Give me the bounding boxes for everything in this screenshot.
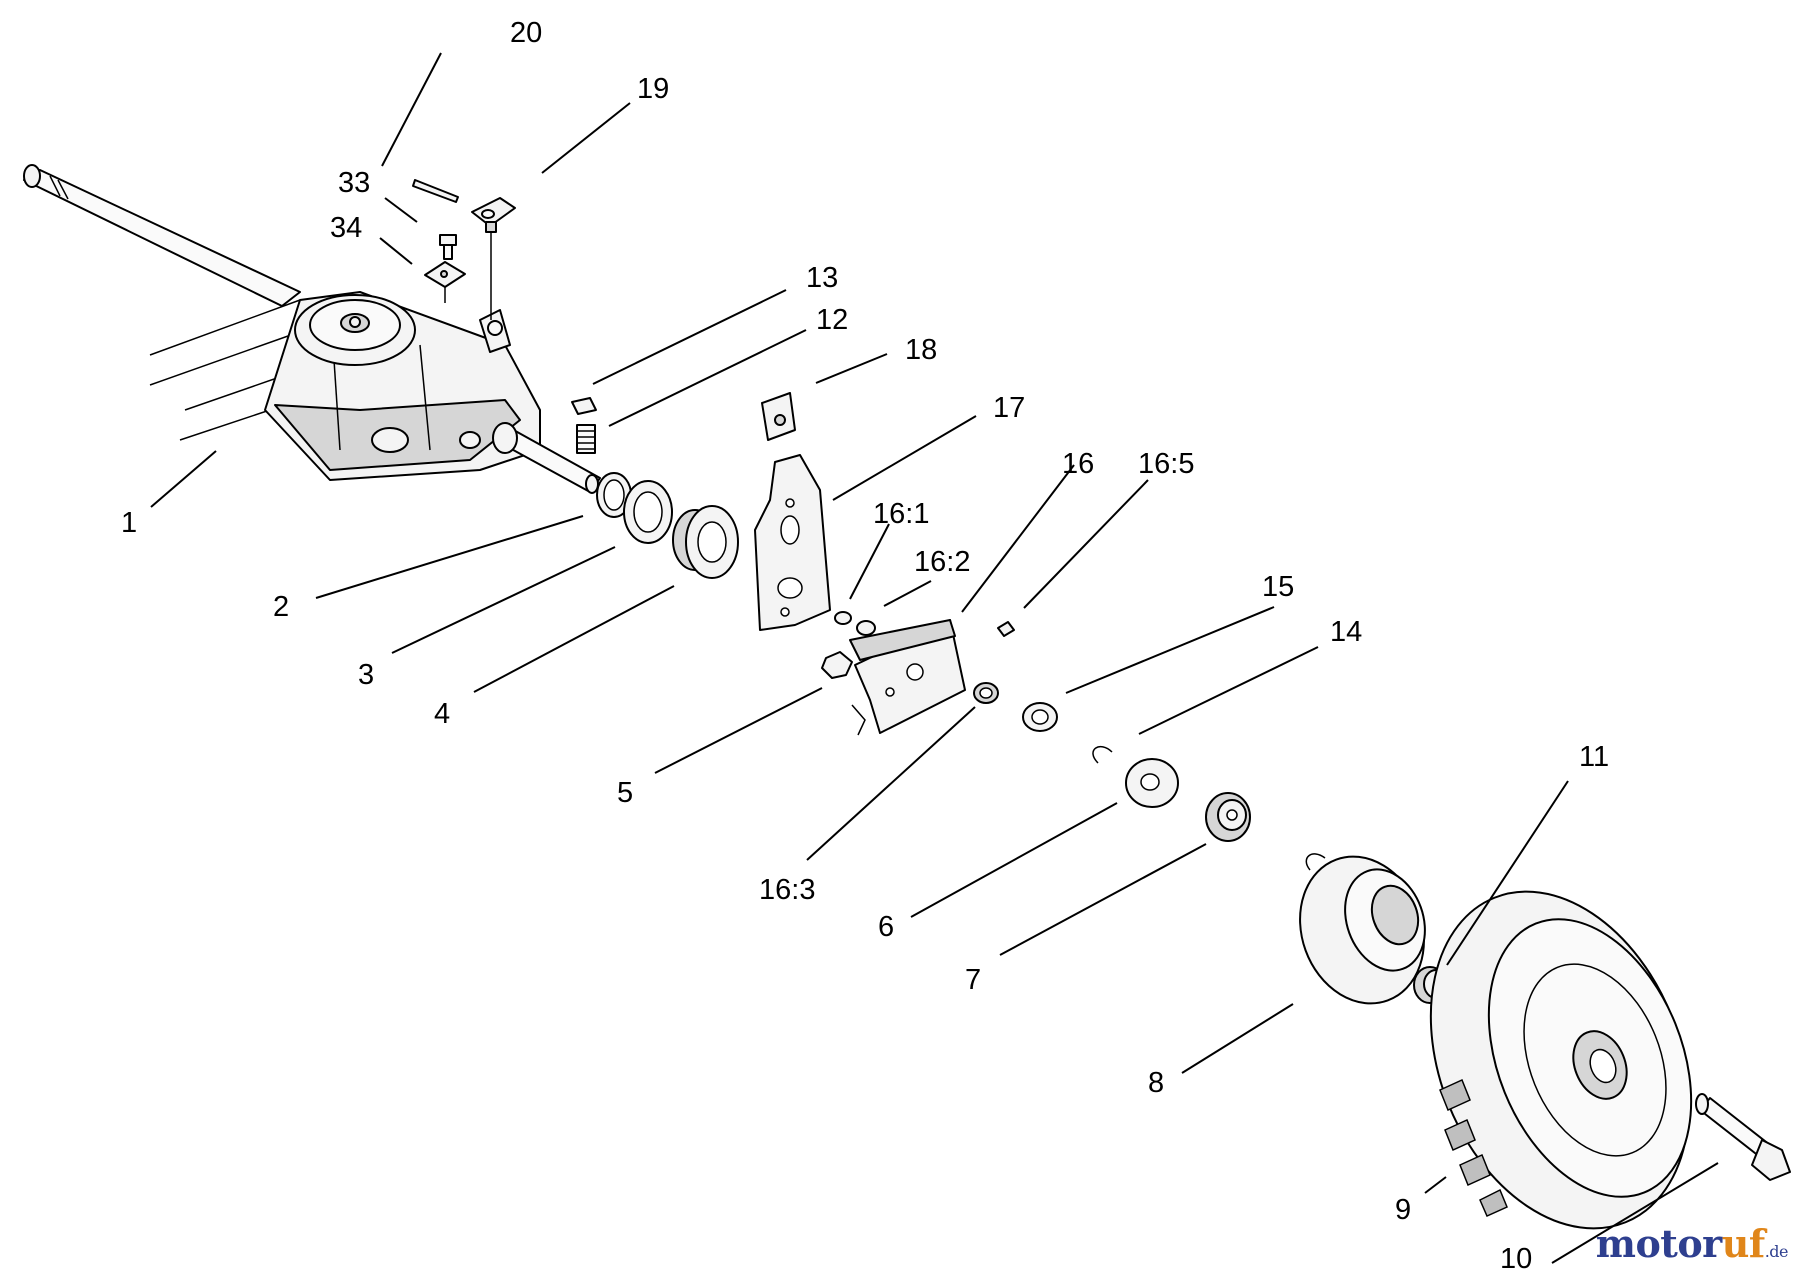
callout-16-5: 16:5 [1138, 448, 1194, 480]
callout-17: 17 [993, 392, 1025, 424]
part-4-bushing [672, 505, 739, 579]
callout-13: 13 [806, 262, 838, 294]
part-13-key [571, 397, 597, 415]
part-18-plate-nut [761, 392, 796, 441]
part-34-clip [424, 261, 466, 303]
callout-7: 7 [965, 964, 981, 996]
part-5-nut [821, 651, 853, 679]
callout-20: 20 [510, 17, 542, 49]
callout-18: 18 [905, 334, 937, 366]
watermark-logo: motoruf.de [1595, 1221, 1789, 1266]
callout-11: 11 [1579, 741, 1609, 773]
callout-5: 5 [617, 777, 633, 809]
callout-16-2: 16:2 [914, 546, 970, 578]
part-33-bolt [439, 234, 457, 260]
callout-34: 34 [330, 212, 362, 244]
callout-9: 9 [1395, 1194, 1411, 1226]
part-9-wheel [1429, 890, 1693, 1230]
callout-16: 16 [1062, 448, 1094, 480]
callout-4: 4 [434, 698, 450, 730]
callout-6: 6 [878, 911, 894, 943]
watermark-accent: uf [1721, 1221, 1765, 1266]
part-3-washer [623, 480, 673, 544]
part-16-bracket [849, 619, 966, 736]
callout-33: 33 [338, 167, 370, 199]
part-16-3-bearing [973, 682, 999, 704]
part-7-pinion-gear [1205, 792, 1251, 842]
part-17-height-plate [754, 454, 831, 631]
part-8-gear-hub [1299, 853, 1426, 1005]
part-12-spring [576, 424, 596, 454]
watermark-main: motor [1595, 1221, 1722, 1266]
callout-labels: 20 19 33 34 13 12 18 17 16 16:5 16:1 16:… [121, 17, 1609, 1275]
part-19-shift-lever [471, 197, 516, 320]
part-15-washer [1022, 702, 1058, 732]
part-1-axle-and-gearbox [23, 164, 601, 494]
part-16-5-nipple [997, 621, 1015, 637]
part-20-pin [412, 179, 459, 203]
callout-8: 8 [1148, 1067, 1164, 1099]
callout-15: 15 [1262, 571, 1294, 603]
part-6-spacer [1125, 758, 1179, 808]
callout-2: 2 [273, 591, 289, 623]
callout-19: 19 [637, 73, 669, 105]
part-16-1-bushing [834, 611, 852, 625]
part-10-axle-bolt [1695, 1093, 1791, 1181]
callout-10: 10 [1500, 1243, 1532, 1275]
callout-14: 14 [1330, 616, 1362, 648]
leader-lines [150, 52, 1719, 1264]
callout-1: 1 [121, 507, 137, 539]
callout-16-1: 16:1 [873, 498, 929, 530]
part-2-ring [596, 472, 632, 518]
callout-12: 12 [816, 304, 848, 336]
part-14-clip [1092, 746, 1113, 764]
callout-3: 3 [358, 659, 374, 691]
callout-16-3: 16:3 [759, 874, 815, 906]
part-16-2-bushing [856, 620, 876, 636]
watermark-tld: .de [1764, 1242, 1789, 1261]
